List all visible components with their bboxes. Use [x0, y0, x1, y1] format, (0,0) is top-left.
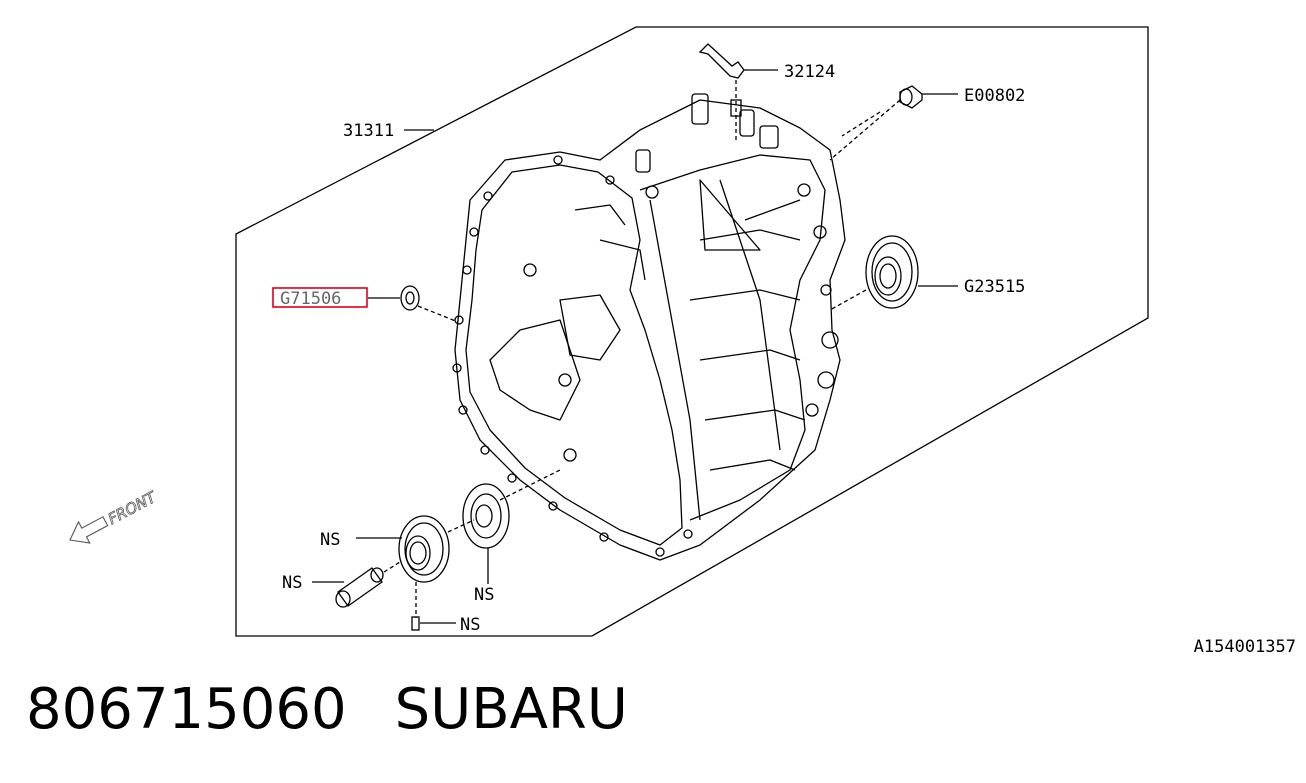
callout-g71506: G71506 [280, 289, 341, 309]
part-ns-seal [447, 469, 561, 584]
part-e00802-plug [829, 85, 958, 161]
callout-ns-4: NS [460, 615, 480, 635]
callout-ns-3: NS [474, 585, 494, 605]
part-number: 806715060 [26, 677, 347, 742]
callout-e00802: E00802 [964, 86, 1025, 106]
callout-ns-1: NS [320, 530, 340, 550]
front-arrow-icon: FRONT [69, 487, 161, 544]
part-32124-pipe [698, 43, 778, 140]
part-g23515-bearing [829, 235, 958, 311]
part-ns-pin [411, 616, 456, 631]
diagram-frame [235, 26, 1149, 637]
callout-g23515: G23515 [964, 277, 1025, 297]
figure-code: A154001357 [1194, 637, 1296, 657]
part-ns-dowel [312, 561, 401, 608]
callout-ns-2: NS [282, 573, 302, 593]
callout-32124: 32124 [784, 62, 835, 82]
callout-31311: 31311 [343, 121, 394, 141]
highlight-box-g71506 [272, 287, 368, 308]
part-g71506-washer [368, 285, 459, 323]
brand-name: SUBARU [394, 677, 628, 742]
transmission-case [452, 93, 846, 561]
front-label: FRONT [105, 487, 160, 528]
part-ns-bearing [356, 515, 450, 618]
